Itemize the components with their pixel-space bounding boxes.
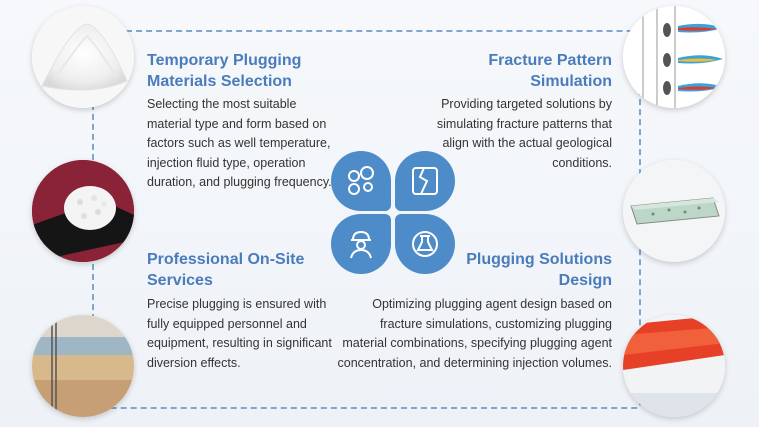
fracture-sim-image [623, 315, 725, 417]
design-petal [395, 214, 455, 274]
onsite-services-heading: Professional On-Site Services [147, 251, 305, 289]
core-model-image [623, 160, 725, 262]
powder-image [32, 6, 134, 108]
fracture-pattern-description: Providing targeted solutions by simulati… [436, 97, 612, 170]
fracture-petal [395, 151, 455, 211]
materials-petal [331, 151, 391, 211]
worker-petal [331, 214, 391, 274]
granules-image [32, 160, 134, 262]
particles-icon [348, 166, 374, 195]
site-diagram-image [32, 315, 134, 417]
lab-flask-icon [412, 231, 438, 257]
well-log-image [623, 6, 725, 108]
onsite-services-description: Precise plugging is ensured with fully e… [147, 297, 332, 370]
fracture-pattern-heading: Fracture Pattern Simulation [488, 52, 612, 90]
fracture-icon [412, 167, 438, 195]
plugging-design-heading: Plugging Solutions Design [466, 251, 612, 289]
plugging-design-description: Optimizing plugging agent design based o… [337, 297, 612, 370]
temporary-plugging-heading: Temporary Plugging Materials Selection [147, 52, 302, 90]
worker-icon [350, 230, 372, 259]
temporary-plugging-description: Selecting the most suitable material typ… [147, 97, 332, 189]
